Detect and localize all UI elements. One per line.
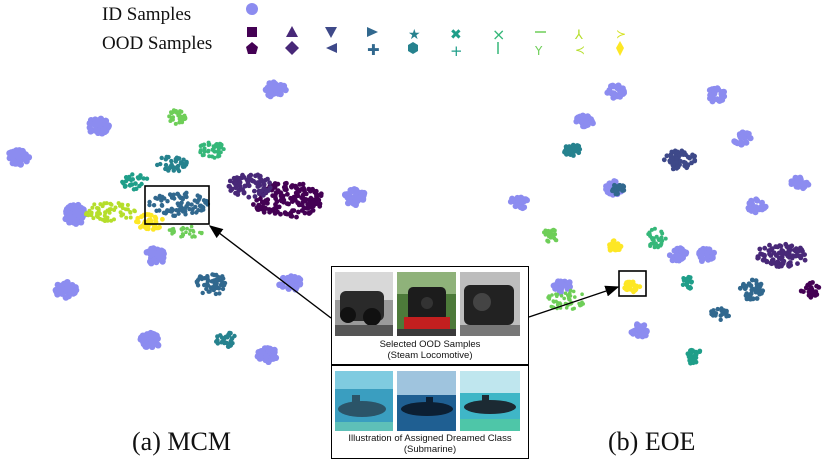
inset-top-caption-1: Selected OOD Samples — [379, 339, 481, 350]
inset-bottom-caption-2: (Submarine) — [403, 444, 457, 455]
locomotive-photo-2 — [397, 272, 456, 336]
id-legend-marker — [246, 3, 258, 15]
legend-markers: ★ ✖ × ⅄ ≻ ✚ + Y ≺ — [246, 3, 626, 60]
ood-marker-triangle-up — [286, 26, 298, 37]
caption-mcm: (a) MCM — [132, 427, 231, 456]
caption-eoe: (b) EOE — [608, 427, 696, 456]
example-images-inset: Selected OOD Samples (Steam Locomotive) … — [331, 266, 529, 459]
legend-id-label: ID Samples — [102, 4, 192, 25]
ood-marker-thin-diamond — [616, 41, 624, 56]
ood-marker-star: ★ — [408, 27, 421, 43]
ood-marker-triangle-left — [326, 43, 337, 53]
submarine-photo-3 — [460, 371, 520, 431]
legend-ood-label: OOD Samples — [102, 33, 213, 54]
inset-bottom-caption-1: Illustration of Assigned Dreamed Class — [348, 433, 512, 444]
ood-marker-diamond — [285, 41, 299, 55]
ood-marker-x-bold: ✖ — [450, 27, 462, 43]
submarine-photo-1 — [335, 371, 393, 431]
submarine-photo-2 — [397, 371, 456, 431]
ood-marker-plus-thin: + — [450, 42, 463, 60]
ood-marker-square — [247, 27, 257, 37]
inset-top-caption-2: (Steam Locomotive) — [387, 350, 473, 361]
ood-marker-tri-down: Y — [534, 44, 543, 58]
ood-marker-tri-left: ≺ — [575, 43, 585, 57]
ood-marker-plus-bold: ✚ — [367, 41, 380, 59]
locomotive-photo-3 — [460, 272, 520, 336]
ood-marker-pentagon — [246, 42, 258, 54]
ood-marker-triangle-right — [367, 27, 378, 37]
arrow-to-mcm-box — [208, 225, 332, 319]
locomotive-photo-1 — [335, 272, 393, 336]
inset-divider — [332, 364, 528, 366]
arrow-to-eoe-box — [528, 285, 620, 318]
ood-marker-x-thin: × — [492, 25, 505, 44]
ood-marker-triangle-down — [325, 27, 337, 38]
ood-marker-tri-right: ≻ — [616, 27, 626, 41]
mcm-highlight-box — [144, 185, 210, 225]
eoe-highlight-box — [618, 270, 647, 297]
ood-marker-tri-up: ⅄ — [574, 28, 583, 43]
ood-marker-hexagon — [408, 42, 418, 54]
